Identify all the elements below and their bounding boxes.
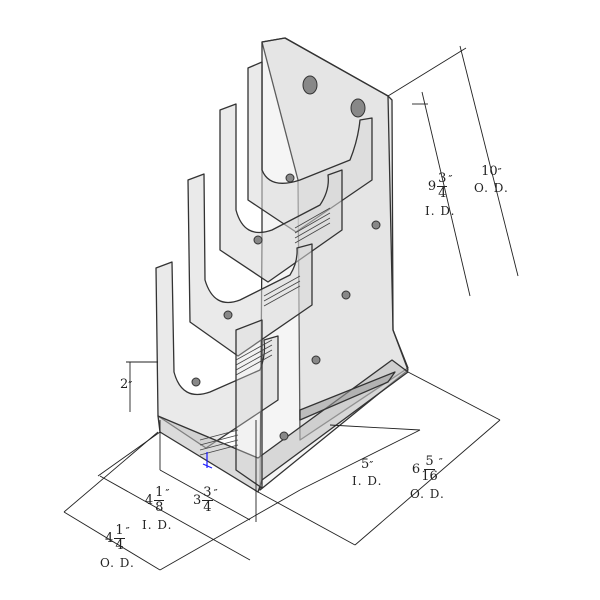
inch-mark: ″ [213,487,218,500]
dim-denominator: 4 [203,500,212,515]
peg [371,220,381,230]
dimension-pocket-height: 2″ [120,378,132,391]
dim-whole: 3 [193,493,202,508]
dim-numerator: 1 [114,523,125,539]
tier-front [155,261,279,449]
dim-tag: I. D. [142,518,173,532]
peg [285,173,295,183]
dim-whole: 10 [481,164,498,179]
dim-whole: 9 [427,179,437,194]
dim-tag: O. D. [474,181,509,195]
dim-whole: 5 [361,457,370,472]
dimension-depth-id: 5″ I. D. [352,458,382,487]
peg [223,310,233,320]
dim-tag: O. D. [100,556,135,570]
inch-mark: ″ [128,379,133,392]
inch-mark: ″ [125,525,130,538]
rear-foot [299,371,396,421]
peg [253,235,263,245]
dim-numerator: 1 [154,485,165,501]
inch-mark: ″ [497,166,502,179]
peg [341,290,351,300]
inch-mark: ″ [438,456,443,469]
peg [191,377,201,387]
dim-numerator: 3 [202,485,213,501]
dim-numerator: 5 [424,454,435,470]
peg [311,355,321,365]
tier-2 [187,173,313,357]
dim-denominator: 8 [155,500,164,515]
dim-numerator: 3 [437,171,448,187]
dim-denominator: 16 [421,469,438,484]
dim-whole: 4 [105,531,114,546]
origin-marker-icon [202,452,213,469]
inch-mark: ″ [165,487,170,500]
dim-denominator: 4 [438,186,447,201]
base [157,359,409,493]
dimension-lines [63,45,519,571]
peg [279,431,289,441]
dim-denominator: 4 [115,538,124,553]
dimension-height-od: 10″ O. D. [474,165,509,194]
front-riser [235,319,263,489]
hang-hole [302,75,318,95]
dim-tag: I. D. [425,204,456,218]
dim-tag: I. D. [352,474,383,488]
hang-hole [350,98,366,118]
grip-grooves [199,207,331,456]
dim-whole: 2 [120,377,129,392]
tier-3 [219,103,343,283]
inch-mark: ″ [448,173,453,186]
dim-whole: 4 [144,493,154,508]
inch-mark: ″ [369,459,374,472]
dim-whole: 6 [411,462,421,477]
dim-tag: O. D. [410,487,445,501]
